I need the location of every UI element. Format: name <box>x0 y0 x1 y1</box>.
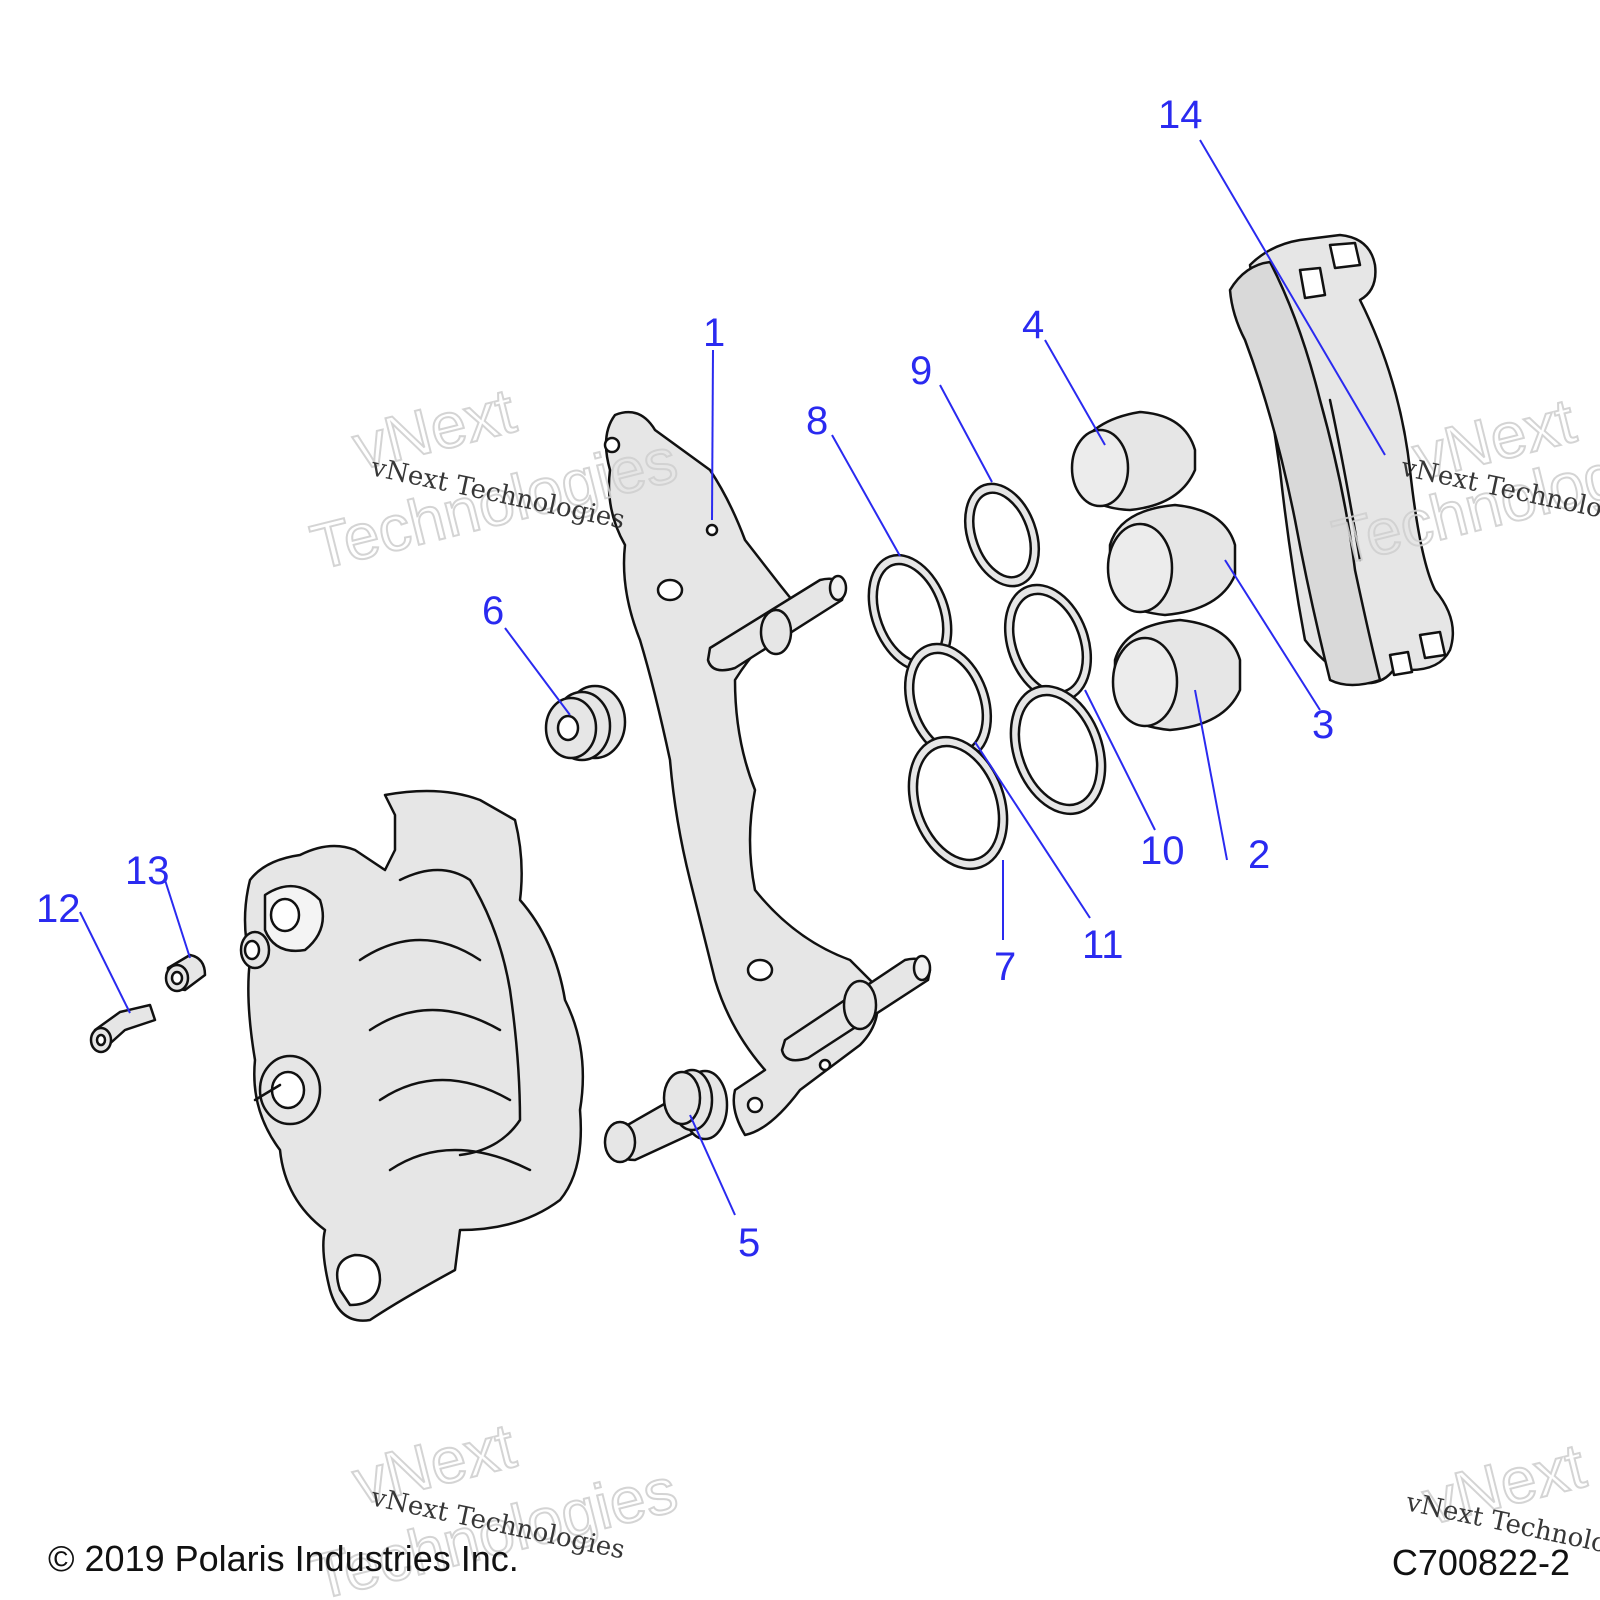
callout-3: 3 <box>1312 703 1334 747</box>
piston-seal-11 <box>903 642 993 762</box>
caliper-bracket <box>603 410 932 1137</box>
piston-seal-10b <box>1009 684 1107 816</box>
leader-lines <box>79 139 1386 1216</box>
piston-seal-9 <box>964 482 1040 588</box>
piston-3 <box>1106 503 1237 617</box>
pin-boot-upper <box>544 684 627 762</box>
callout-5: 5 <box>738 1221 760 1265</box>
callout-2: 2 <box>1248 833 1270 877</box>
bleeder-cap <box>164 953 207 993</box>
brake-pad-assembly <box>1228 233 1455 687</box>
piston-2 <box>1111 618 1242 732</box>
callout-4: 4 <box>1022 303 1044 347</box>
callout-labels: 1 2 3 4 5 6 7 8 9 10 11 12 13 14 <box>36 93 1334 1265</box>
caliper-body <box>239 789 585 1322</box>
callout-10: 10 <box>1140 829 1185 873</box>
callout-11: 11 <box>1082 923 1124 967</box>
piston-seal-7 <box>907 735 1009 871</box>
piston-4 <box>1070 410 1197 512</box>
bleeder-screw <box>89 1003 157 1054</box>
callout-9: 9 <box>910 349 932 393</box>
callout-8: 8 <box>806 399 828 443</box>
drawing-number: C700822-2 <box>1391 1542 1570 1583</box>
callout-6: 6 <box>482 589 504 633</box>
callout-7: 7 <box>994 945 1016 989</box>
callout-14: 14 <box>1158 93 1203 137</box>
callout-1: 1 <box>703 311 725 355</box>
callout-12: 12 <box>36 887 81 931</box>
copyright-text: © 2019 Polaris Industries Inc. <box>48 1538 519 1579</box>
callout-13: 13 <box>125 849 170 893</box>
slide-pin-lower <box>603 1068 729 1164</box>
piston-seal-8 <box>867 553 953 673</box>
piston-seal-10 <box>1003 583 1093 703</box>
